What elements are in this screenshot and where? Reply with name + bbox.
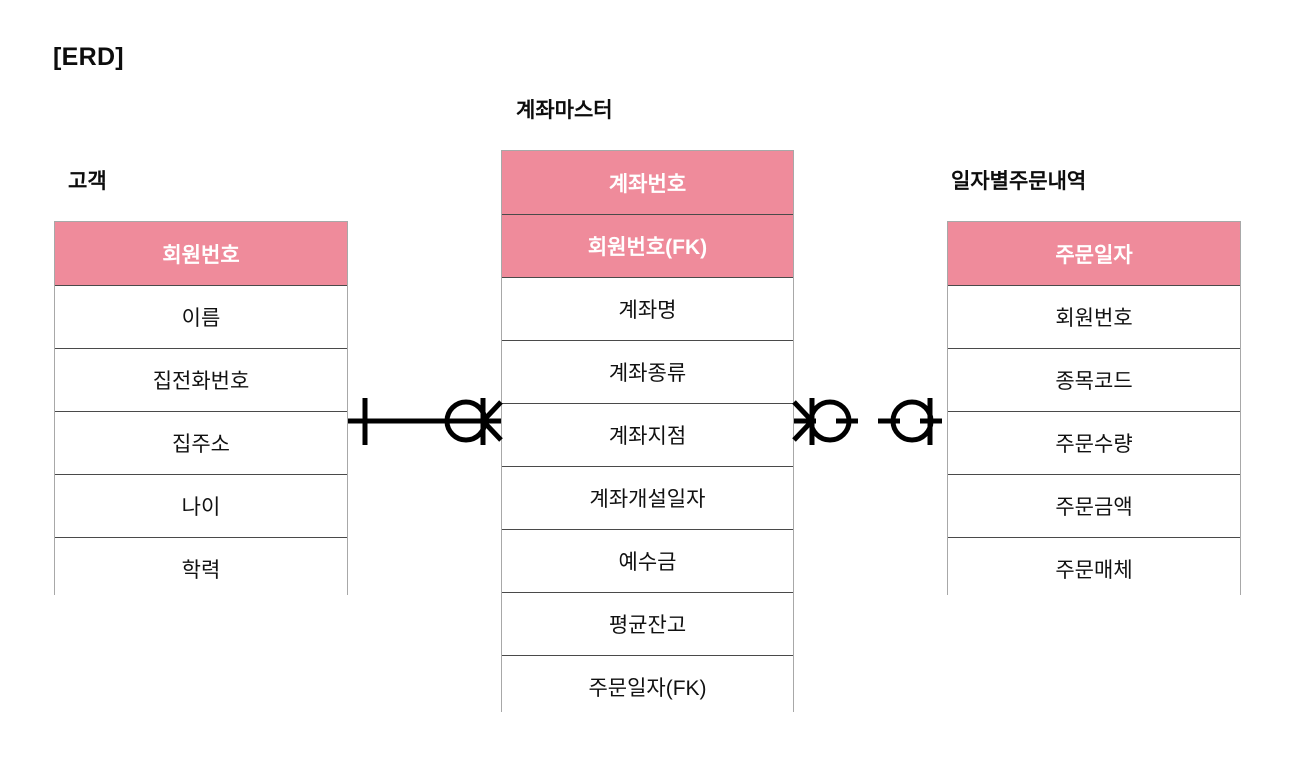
- entity-label-account: 계좌마스터: [516, 99, 613, 122]
- attribute-row: 평균잔고: [502, 592, 793, 655]
- attribute-row-foreign-key: 회원번호(FK): [502, 214, 793, 277]
- relationship-customer-account: [348, 398, 503, 445]
- crowsfoot-prong-lower: [792, 419, 814, 442]
- entity-label-order: 일자별주문내역: [951, 170, 1087, 193]
- attribute-row: 집주소: [55, 411, 347, 474]
- attribute-row: 예수금: [502, 529, 793, 592]
- attribute-row: 종목코드: [948, 348, 1240, 411]
- attribute-row: 주문금액: [948, 474, 1240, 537]
- cardinality-zero-circle: [444, 399, 488, 443]
- cardinality-zero-circle: [890, 399, 934, 443]
- attribute-row-primary-key: 주문일자: [948, 222, 1240, 285]
- attribute-row: 계좌명: [502, 277, 793, 340]
- entity-label-customer: 고객: [68, 170, 107, 193]
- entity-table-daily-order-history: 주문일자 회원번호 종목코드 주문수량 주문금액 주문매체: [947, 221, 1241, 600]
- attribute-row: 집전화번호: [55, 348, 347, 411]
- crowsfoot-prong-upper: [481, 400, 503, 423]
- attribute-row-primary-key: 계좌번호: [502, 151, 793, 214]
- attribute-row: 회원번호: [948, 285, 1240, 348]
- attribute-row: 계좌지점: [502, 403, 793, 466]
- crowsfoot-prong-upper: [792, 400, 814, 423]
- attribute-row: 주문매체: [948, 537, 1240, 600]
- relationship-account-order: [792, 398, 947, 445]
- attribute-row: 계좌개설일자: [502, 466, 793, 529]
- attribute-row: 나이: [55, 474, 347, 537]
- attribute-row: 이름: [55, 285, 347, 348]
- crowsfoot-prong-lower: [481, 419, 503, 442]
- entity-table-account-master: 계좌번호 회원번호(FK) 계좌명 계좌종류 계좌지점 계좌개설일자 예수금 평…: [501, 150, 794, 718]
- attribute-row: 주문일자(FK): [502, 655, 793, 718]
- entity-table-customer: 회원번호 이름 집전화번호 집주소 나이 학력: [54, 221, 348, 600]
- attribute-row: 계좌종류: [502, 340, 793, 403]
- attribute-row: 주문수량: [948, 411, 1240, 474]
- attribute-row: 학력: [55, 537, 347, 600]
- cardinality-zero-circle: [808, 399, 852, 443]
- attribute-row-primary-key: 회원번호: [55, 222, 347, 285]
- page-title: [ERD]: [53, 43, 124, 71]
